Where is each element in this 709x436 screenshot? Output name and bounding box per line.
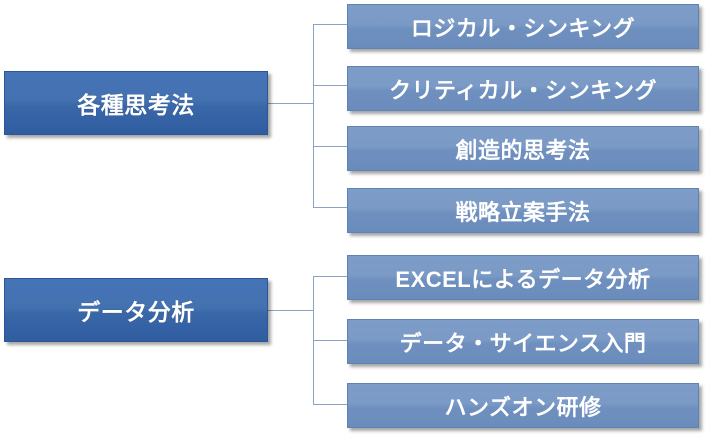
connector-parent-1-stem [268, 103, 313, 104]
connector-parent-1-spine [313, 24, 314, 207]
connector-child-2-1 [313, 276, 348, 277]
connector-child-1-4 [313, 207, 348, 208]
connector-child-1-1 [313, 24, 348, 25]
connector-child-1-3 [313, 146, 348, 147]
connector-child-2-3 [313, 404, 348, 405]
node-parent-thinking-methods[interactable]: 各種思考法 [4, 71, 268, 135]
connector-parent-2-stem [268, 310, 313, 311]
node-child-creative-thinking[interactable]: 創造的思考法 [347, 126, 699, 171]
node-child-logical-thinking[interactable]: ロジカル・シンキング [347, 4, 699, 49]
node-child-excel-data-analysis[interactable]: EXCELによるデータ分析 [347, 255, 699, 300]
connector-child-2-2 [313, 340, 348, 341]
node-child-strategy-planning[interactable]: 戦略立案手法 [347, 188, 699, 233]
node-child-hands-on-training[interactable]: ハンズオン研修 [347, 383, 699, 428]
node-child-critical-thinking[interactable]: クリティカル・シンキング [347, 66, 699, 111]
connector-child-1-2 [313, 85, 348, 86]
node-parent-data-analysis[interactable]: データ分析 [4, 278, 268, 342]
node-child-data-science-intro[interactable]: データ・サイエンス入門 [347, 319, 699, 364]
